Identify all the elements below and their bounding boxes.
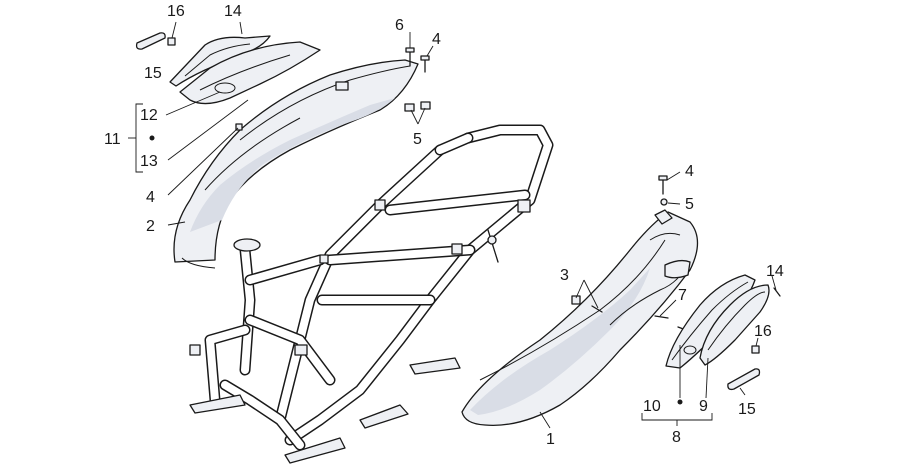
clip-5-right [660,198,668,206]
callout-9: 9 [699,398,708,415]
part-15-trim-strip-left [135,32,166,50]
callout-7: 7 [678,287,687,304]
callout-15-right: 15 [738,401,756,418]
screw-7 [654,315,687,331]
callout-14-top: 14 [224,3,242,20]
callout-4-right: 4 [685,163,694,180]
part-16-clip-right [751,345,760,354]
part-2-side-cover-left [173,59,419,269]
screw-14-right [773,287,781,297]
screw-3 [591,305,603,313]
screw-4-top [420,55,430,73]
callout-2: 2 [146,218,155,235]
screw-4-right [658,175,668,195]
group-dot-8 [677,399,683,405]
callout-5-right: 5 [685,196,694,213]
part-15-trim-strip-right [727,368,761,391]
callout-16-right: 16 [754,323,772,340]
callout-10: 10 [643,398,661,415]
callout-4-top: 4 [432,31,441,48]
callout-6: 6 [395,17,404,34]
callout-13: 13 [140,153,158,170]
frame [189,124,554,464]
part-12-side-panel-left [179,41,321,105]
callout-11: 11 [104,131,121,148]
callout-15-top: 15 [144,65,162,82]
part-1-side-cover-right [461,209,699,426]
clip-5-top [404,101,431,112]
callout-8: 8 [672,429,681,446]
callout-14-right: 14 [766,263,784,280]
group-dot-11 [149,135,155,141]
part-16-clip-left [167,37,176,46]
callout-12: 12 [140,107,158,124]
callout-1: 1 [546,431,555,448]
callout-4-mid: 4 [146,189,155,206]
callout-3: 3 [560,267,569,284]
part-14-grab-rail-left [169,35,271,87]
part-9-grab-rail-right [699,284,770,366]
leader-lines [128,21,777,429]
callout-5-top: 5 [413,131,422,148]
callout-16-top: 16 [167,3,185,20]
